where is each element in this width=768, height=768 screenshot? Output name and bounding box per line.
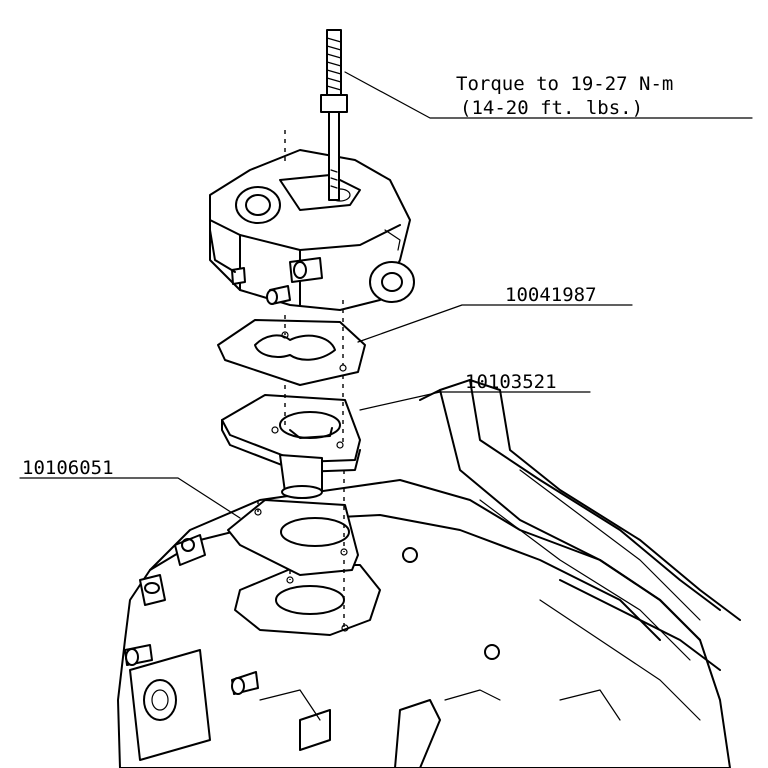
lower-gasket-leader bbox=[19, 477, 241, 519]
torque-spec-line2: (14-20 ft. lbs.) bbox=[460, 97, 643, 119]
alignment-lines bbox=[257, 130, 349, 632]
part-number-lower-gasket: 10106051 bbox=[22, 457, 114, 479]
leader-lines bbox=[19, 71, 753, 519]
tbi-spacer bbox=[221, 394, 361, 499]
intake-manifold bbox=[117, 379, 741, 768]
spacer-leader bbox=[359, 391, 591, 411]
upper-gasket bbox=[217, 319, 366, 386]
part-number-upper-gasket: 10041987 bbox=[505, 284, 597, 306]
torque-spec-line1: Torque to 19-27 N-m bbox=[456, 73, 673, 95]
part-number-tbi-spacer: 10103521 bbox=[465, 371, 557, 393]
mounting-stud bbox=[320, 29, 348, 201]
throttle-body bbox=[209, 149, 415, 311]
torque-leader bbox=[344, 71, 753, 119]
upper-gasket-leader bbox=[357, 304, 633, 343]
